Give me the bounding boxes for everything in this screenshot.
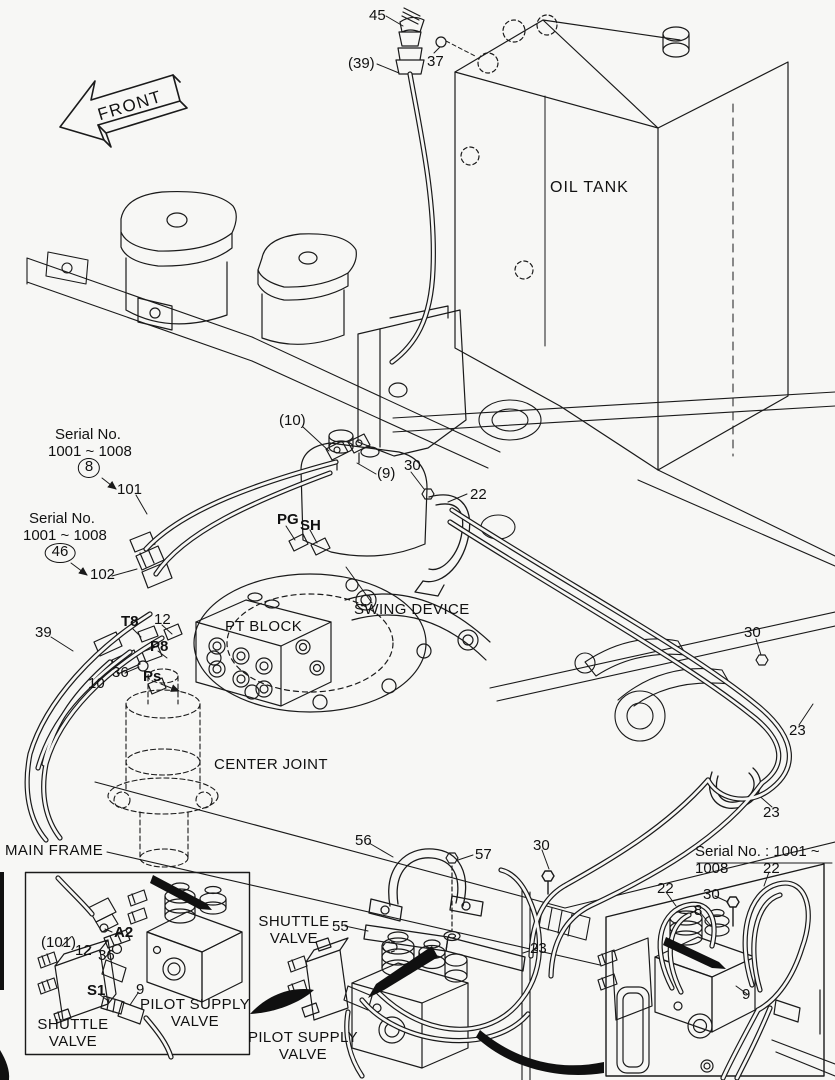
port-t8-label: T8 <box>121 613 139 630</box>
frame-lines <box>26 251 835 1080</box>
serial-callout-2-range: 1001 ~ 1008 <box>23 527 107 544</box>
part-101-ref-label: (101) <box>41 934 77 951</box>
part-102-label: 102 <box>90 566 116 583</box>
pilot-supply-valve-inset-label: PILOT SUPPLY VALVE <box>139 996 251 1030</box>
part-39-label: 39 <box>35 624 52 641</box>
part-37-label: 37 <box>427 53 444 70</box>
shuttle-valve-main-label: SHUTTLE VALVE <box>258 913 330 947</box>
part-22-inset-right-label: 22 <box>763 860 780 877</box>
serial-callout-1-range: 1001 ~ 1008 <box>48 443 132 460</box>
port-a2-label: A2 <box>114 924 134 941</box>
shuttle-valve-inset-label: SHUTTLE VALVE <box>37 1016 109 1050</box>
tank-bracket <box>357 305 467 457</box>
serial-inset-box <box>605 862 833 1077</box>
swing-device-label: SWING DEVICE <box>354 601 470 618</box>
part-9-inset-right-label: 9 <box>742 986 751 1003</box>
serial-note-right: Serial No. : 1001 ~ 1008 <box>695 843 820 877</box>
pilot-supply-valve-main-label: PILOT SUPPLY VALVE <box>247 1029 359 1063</box>
main-frame-label: MAIN FRAME <box>5 842 104 859</box>
part-10-ref-label: (10) <box>279 412 306 429</box>
part-45-label: 45 <box>369 7 386 24</box>
part-30-inset-label: 30 <box>703 886 720 903</box>
serial-callout-1-ref: 8 <box>77 458 101 478</box>
part-9-ref-label: (9) <box>377 465 396 482</box>
rubber-mounts <box>120 190 357 345</box>
center-joint-label: CENTER JOINT <box>214 756 328 773</box>
part-30-b-label: 30 <box>533 837 550 854</box>
pt-block-label: PT BLOCK <box>225 618 303 635</box>
port-ps-label: Ps <box>143 668 162 685</box>
part-30-a-label: 30 <box>404 457 421 474</box>
part-30-right-label: 30 <box>744 624 761 641</box>
part-23-bottom-label: 23 <box>530 940 547 957</box>
part-57-label: 57 <box>475 846 492 863</box>
port-sh-label: SH <box>300 517 321 534</box>
center-joint-drawing <box>107 668 219 868</box>
port-s1-label: S1 <box>87 982 106 999</box>
part-55-label: 55 <box>332 918 349 935</box>
part-12-b-label: 12 <box>75 942 92 959</box>
part-23-right-1-label: 23 <box>789 722 806 739</box>
port-p8-label: P8 <box>150 638 169 655</box>
part-23-right-2-label: 23 <box>763 804 780 821</box>
part-9-inset-left-label: 9 <box>136 981 145 998</box>
front-arrow-icon <box>59 74 188 148</box>
part-39-ref-label: (39) <box>348 55 375 72</box>
serial-callout-2-ref: 46 <box>44 543 76 563</box>
part-22-a-label: 22 <box>470 486 487 503</box>
part-10-label: 10 <box>88 675 105 692</box>
main-frame-inset-drawing <box>37 882 243 1025</box>
serial-callout-1-title: Serial No. <box>55 426 121 443</box>
pt-block-drawing <box>195 592 332 707</box>
part-8-inset-label: 8 <box>694 902 703 919</box>
fittings <box>93 7 769 983</box>
part-36-a-label: 36 <box>112 664 129 681</box>
main-frame-inset-box <box>24 871 251 1056</box>
part-36-b-label: 36 <box>98 947 115 964</box>
oil-tank-drawing <box>454 14 789 471</box>
part-12-a-label: 12 <box>154 611 171 628</box>
part-101-label: 101 <box>117 481 143 498</box>
black-accents <box>0 872 726 1080</box>
part-22-inset-left-label: 22 <box>657 880 674 897</box>
serial-callout-2-title: Serial No. <box>29 510 95 527</box>
oil-tank-label: OIL TANK <box>550 179 629 196</box>
leader-lines <box>50 15 814 1006</box>
part-56-label: 56 <box>355 832 372 849</box>
port-pg-label: PG <box>277 511 299 528</box>
